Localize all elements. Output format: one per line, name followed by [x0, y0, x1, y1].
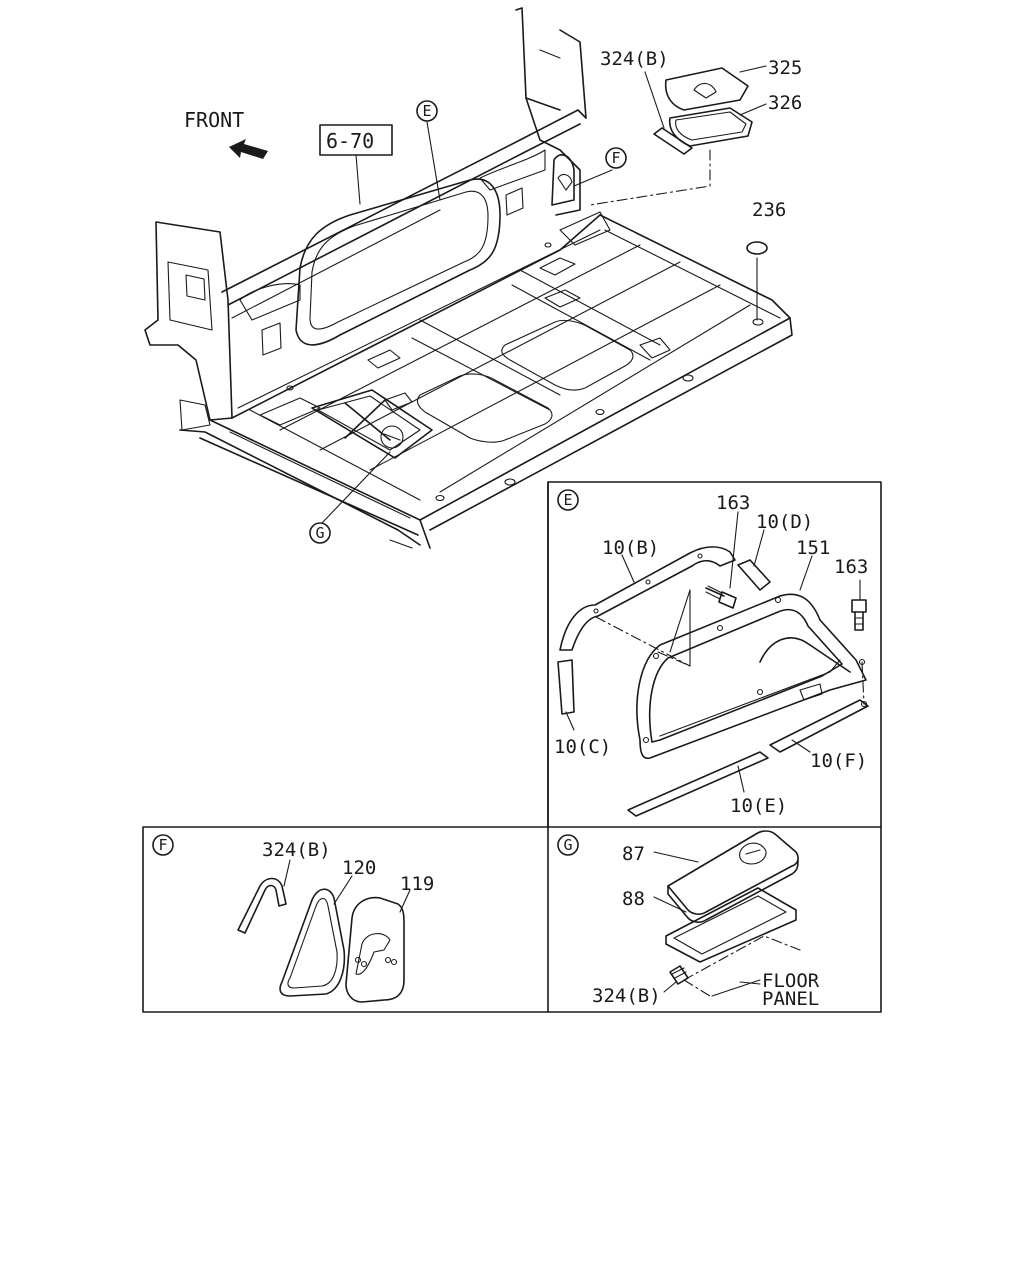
front-label: FRONT: [184, 108, 244, 132]
label-163-a: 163: [716, 492, 750, 514]
callout-f: F: [605, 147, 627, 169]
part-326-seal: [668, 107, 753, 147]
part-88-seal-ring: [665, 887, 797, 963]
part-10e-trim: [627, 751, 769, 817]
part-324b-bent-strip: [237, 877, 287, 934]
part-236-plug: [746, 241, 768, 255]
part-163-bolt-right: [851, 599, 867, 631]
label-120: 120: [342, 857, 376, 879]
part-324b-strip-g: [669, 965, 689, 985]
reference-box-label: 6-70: [326, 129, 374, 153]
label-10f: 10(F): [810, 750, 867, 772]
floor-panel: [179, 211, 793, 549]
part-10c-trim: [557, 659, 575, 715]
cab-body-outline: [144, 7, 601, 431]
detail-e-tag: E: [557, 489, 579, 511]
main-loose-parts: [653, 67, 768, 255]
detail-f-panel: F 324(B) 120 119: [152, 834, 434, 1003]
detail-f-tag: F: [152, 834, 174, 856]
label-326: 326: [768, 92, 802, 114]
part-120-seal: [279, 888, 346, 997]
label-10b: 10(B): [602, 537, 659, 559]
detail-e-panel: E: [554, 489, 869, 817]
part-10f-trim: [769, 699, 869, 753]
part-163-bolt-left: [705, 585, 737, 609]
label-10e: 10(E): [730, 795, 787, 817]
detail-g-tag: G: [557, 834, 579, 856]
label-163-b: 163: [834, 556, 868, 578]
part-119-cover: [345, 896, 405, 1003]
label-151: 151: [796, 537, 830, 559]
label-88: 88: [622, 888, 645, 910]
label-10c: 10(C): [554, 736, 611, 758]
main-assembly-view: FRONT 6-70: [144, 7, 802, 549]
main-callouts: E F G: [309, 100, 627, 544]
svg-text:F: F: [611, 149, 620, 167]
svg-text:G: G: [563, 836, 572, 854]
callout-e: E: [416, 100, 438, 122]
part-151-wheel-arch: [636, 593, 867, 760]
callout-g: G: [309, 522, 331, 544]
detail-panels-frame: [142, 481, 882, 1013]
part-10b-trim: [559, 546, 736, 651]
main-leader-lines: [321, 65, 767, 524]
label-236: 236: [752, 199, 786, 221]
label-floor-line2: PANEL: [762, 988, 819, 1010]
label-10d: 10(D): [756, 511, 813, 533]
svg-text:F: F: [158, 836, 167, 854]
part-324b-strip: [653, 127, 693, 155]
svg-text:E: E: [563, 491, 572, 509]
label-87: 87: [622, 843, 645, 865]
detail-g-panel: G 87 88 324(B) FLOOR PANEL: [557, 830, 820, 1010]
label-floor-line1: FLOOR: [762, 970, 820, 992]
svg-text:G: G: [315, 524, 324, 542]
svg-text:E: E: [422, 102, 431, 120]
label-325: 325: [768, 57, 802, 79]
part-10d-trim: [737, 559, 771, 591]
part-325-cover: [664, 67, 749, 111]
label-324b-f: 324(B): [262, 839, 331, 861]
front-arrow-icon: [229, 139, 268, 159]
label-324b-g: 324(B): [592, 985, 661, 1007]
label-324b-top: 324(B): [600, 48, 669, 70]
label-119: 119: [400, 873, 434, 895]
